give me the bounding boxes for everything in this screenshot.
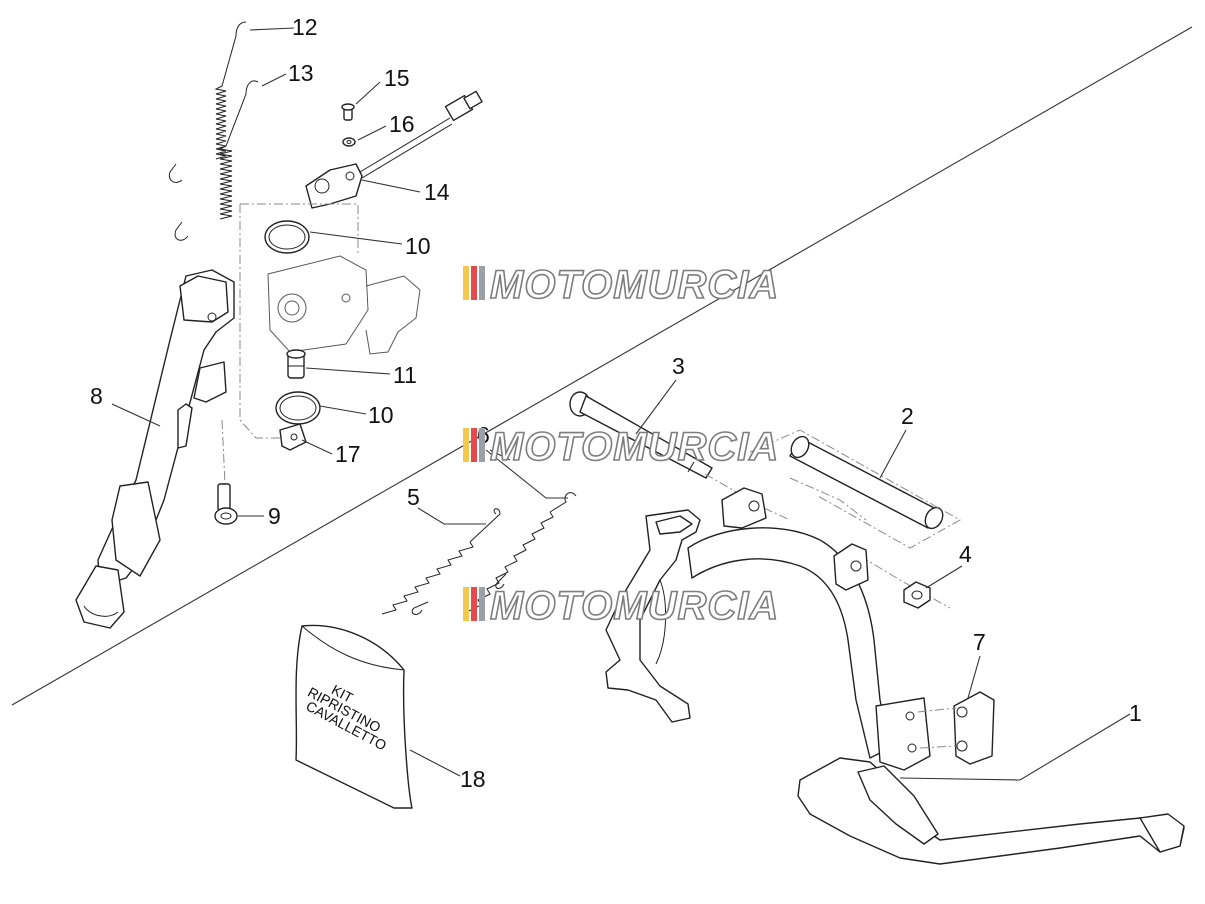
callout-18: 18 <box>460 766 486 792</box>
watermark-stripe-yellow <box>463 266 469 300</box>
watermark-1: MOTOMURCIA <box>463 262 779 308</box>
watermark-stripe-gray <box>479 587 485 621</box>
callout-12: 12 <box>292 14 318 40</box>
watermark-stripe-gray <box>479 266 485 300</box>
callout-10-upper: 10 <box>405 233 431 259</box>
callout-13: 13 <box>288 60 314 86</box>
spring-13 <box>174 80 259 241</box>
callout-11: 11 <box>393 362 417 388</box>
spring-12 <box>168 21 247 183</box>
callout-16: 16 <box>389 111 415 137</box>
callout-7: 7 <box>973 629 986 655</box>
watermark-text-1: MOTOMURCIA <box>490 263 779 307</box>
watermark-stripe-yellow <box>463 428 469 462</box>
bushing-11 <box>286 349 306 379</box>
watermark-stripe-red <box>471 266 477 300</box>
o-ring-10-lower <box>275 391 321 425</box>
o-ring-10-upper <box>264 220 310 254</box>
callout-5: 5 <box>407 484 420 510</box>
bracket-7 <box>953 691 995 765</box>
spring-6 <box>468 492 577 612</box>
callout-8: 8 <box>90 383 103 409</box>
callout-10-lower: 10 <box>368 402 394 428</box>
nut-4 <box>903 581 931 609</box>
leader-lines <box>111 27 1131 781</box>
kit-bag-18 <box>295 624 413 809</box>
sensor-switch-14 <box>305 90 483 209</box>
bolt-3 <box>569 391 713 479</box>
callout-3: 3 <box>672 353 685 379</box>
callout-labels: 12 13 15 16 14 10 11 10 17 8 9 3 2 6 5 4… <box>90 14 1142 792</box>
watermark-text-2: MOTOMURCIA <box>490 425 779 469</box>
bolt-9 <box>214 419 238 525</box>
center-stand-1 <box>605 487 1185 865</box>
callout-9: 9 <box>268 503 281 529</box>
callout-4: 4 <box>959 541 972 567</box>
mounting-bracket <box>267 255 421 355</box>
side-stand-8 <box>75 269 235 629</box>
callout-15: 15 <box>384 65 410 91</box>
watermark-stripe-red <box>471 428 477 462</box>
spring-5 <box>381 508 501 615</box>
watermark-2: MOTOMURCIA <box>463 424 779 470</box>
rubber-stop-17 <box>279 423 307 451</box>
watermark-3: MOTOMURCIA <box>463 583 779 629</box>
callout-1: 1 <box>1129 700 1142 726</box>
watermark-stripe-gray <box>479 428 485 462</box>
separator-line <box>11 26 1193 706</box>
screw-15 <box>341 103 355 121</box>
callout-14: 14 <box>424 179 450 205</box>
watermark-stripe-red <box>471 587 477 621</box>
watermark-stripe-yellow <box>463 587 469 621</box>
callout-2: 2 <box>901 403 914 429</box>
watermark-text-3: MOTOMURCIA <box>490 584 779 628</box>
washer-16 <box>342 137 356 147</box>
callout-17: 17 <box>335 441 361 467</box>
pin-2 <box>789 435 944 530</box>
